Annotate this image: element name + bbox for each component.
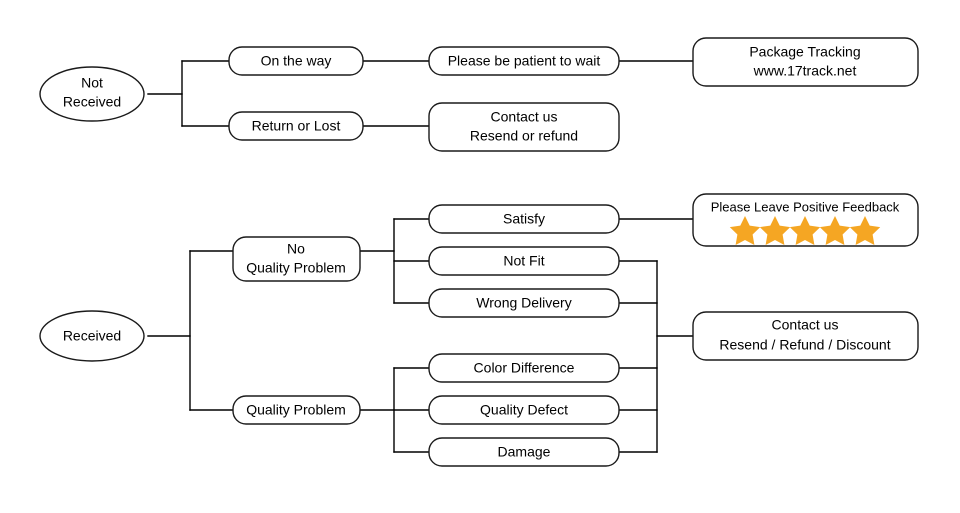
node-not-received-label-line1: Not	[81, 75, 103, 91]
star-icon	[759, 216, 791, 245]
node-contact-resend-refund-label-line2: Resend or refund	[470, 128, 578, 144]
node-positive-feedback[interactable]: Please Leave Positive Feedback	[692, 193, 919, 247]
node-on-the-way[interactable]: On the way	[228, 46, 364, 76]
node-quality-problem-label: Quality Problem	[246, 402, 346, 418]
node-on-the-way-label: On the way	[261, 53, 332, 69]
node-satisfy[interactable]: Satisfy	[428, 204, 620, 234]
node-not-fit-label: Not Fit	[503, 253, 544, 269]
connector-quality-problem-split	[359, 367, 430, 453]
node-please-wait-label: Please be patient to wait	[448, 53, 601, 69]
node-quality-problem[interactable]: Quality Problem	[232, 395, 361, 425]
connector-issues-collector	[618, 260, 694, 453]
node-contact-resend-refund-discount[interactable]: Contact us Resend / Refund / Discount	[692, 311, 919, 361]
node-not-received[interactable]: Not Received	[39, 66, 145, 122]
node-no-quality-problem[interactable]: No Quality Problem	[232, 236, 361, 282]
node-package-tracking-label-line2: www.17track.net	[753, 63, 857, 79]
node-contact-resend-refund-label-line1: Contact us	[491, 109, 558, 125]
node-color-difference-label: Color Difference	[474, 360, 575, 376]
connector-not-received-split	[147, 60, 230, 127]
node-satisfy-label: Satisfy	[503, 211, 545, 227]
star-icon	[849, 216, 881, 245]
node-wrong-delivery-label: Wrong Delivery	[476, 295, 571, 311]
node-wrong-delivery[interactable]: Wrong Delivery	[428, 288, 620, 318]
star-icon	[819, 216, 851, 245]
node-return-or-lost[interactable]: Return or Lost	[228, 111, 364, 141]
node-received[interactable]: Received	[39, 310, 145, 362]
node-received-label: Received	[63, 328, 121, 344]
node-positive-feedback-label: Please Leave Positive Feedback	[711, 199, 900, 214]
star-icon	[789, 216, 821, 245]
node-not-received-label-line2: Received	[63, 94, 121, 110]
node-not-fit[interactable]: Not Fit	[428, 246, 620, 276]
connector-no-quality-problem-split	[359, 218, 430, 304]
node-damage[interactable]: Damage	[428, 437, 620, 467]
node-no-quality-problem-label-line2: Quality Problem	[246, 260, 346, 276]
star-icon	[729, 216, 761, 245]
node-please-wait[interactable]: Please be patient to wait	[428, 46, 620, 76]
node-return-or-lost-label: Return or Lost	[252, 118, 341, 134]
node-quality-defect-label: Quality Defect	[480, 402, 568, 418]
node-damage-label: Damage	[498, 444, 551, 460]
star-rating[interactable]	[729, 216, 881, 245]
node-contact-discount-label-line2: Resend / Refund / Discount	[719, 337, 890, 353]
node-package-tracking[interactable]: Package Tracking www.17track.net	[692, 37, 919, 87]
node-contact-discount-label-line1: Contact us	[772, 317, 839, 333]
node-color-difference[interactable]: Color Difference	[428, 353, 620, 383]
node-quality-defect[interactable]: Quality Defect	[428, 395, 620, 425]
node-package-tracking-label-line1: Package Tracking	[749, 44, 860, 60]
node-contact-resend-refund[interactable]: Contact us Resend or refund	[428, 102, 620, 152]
node-no-quality-problem-label-line1: No	[287, 241, 305, 257]
connector-received-split	[147, 250, 234, 411]
